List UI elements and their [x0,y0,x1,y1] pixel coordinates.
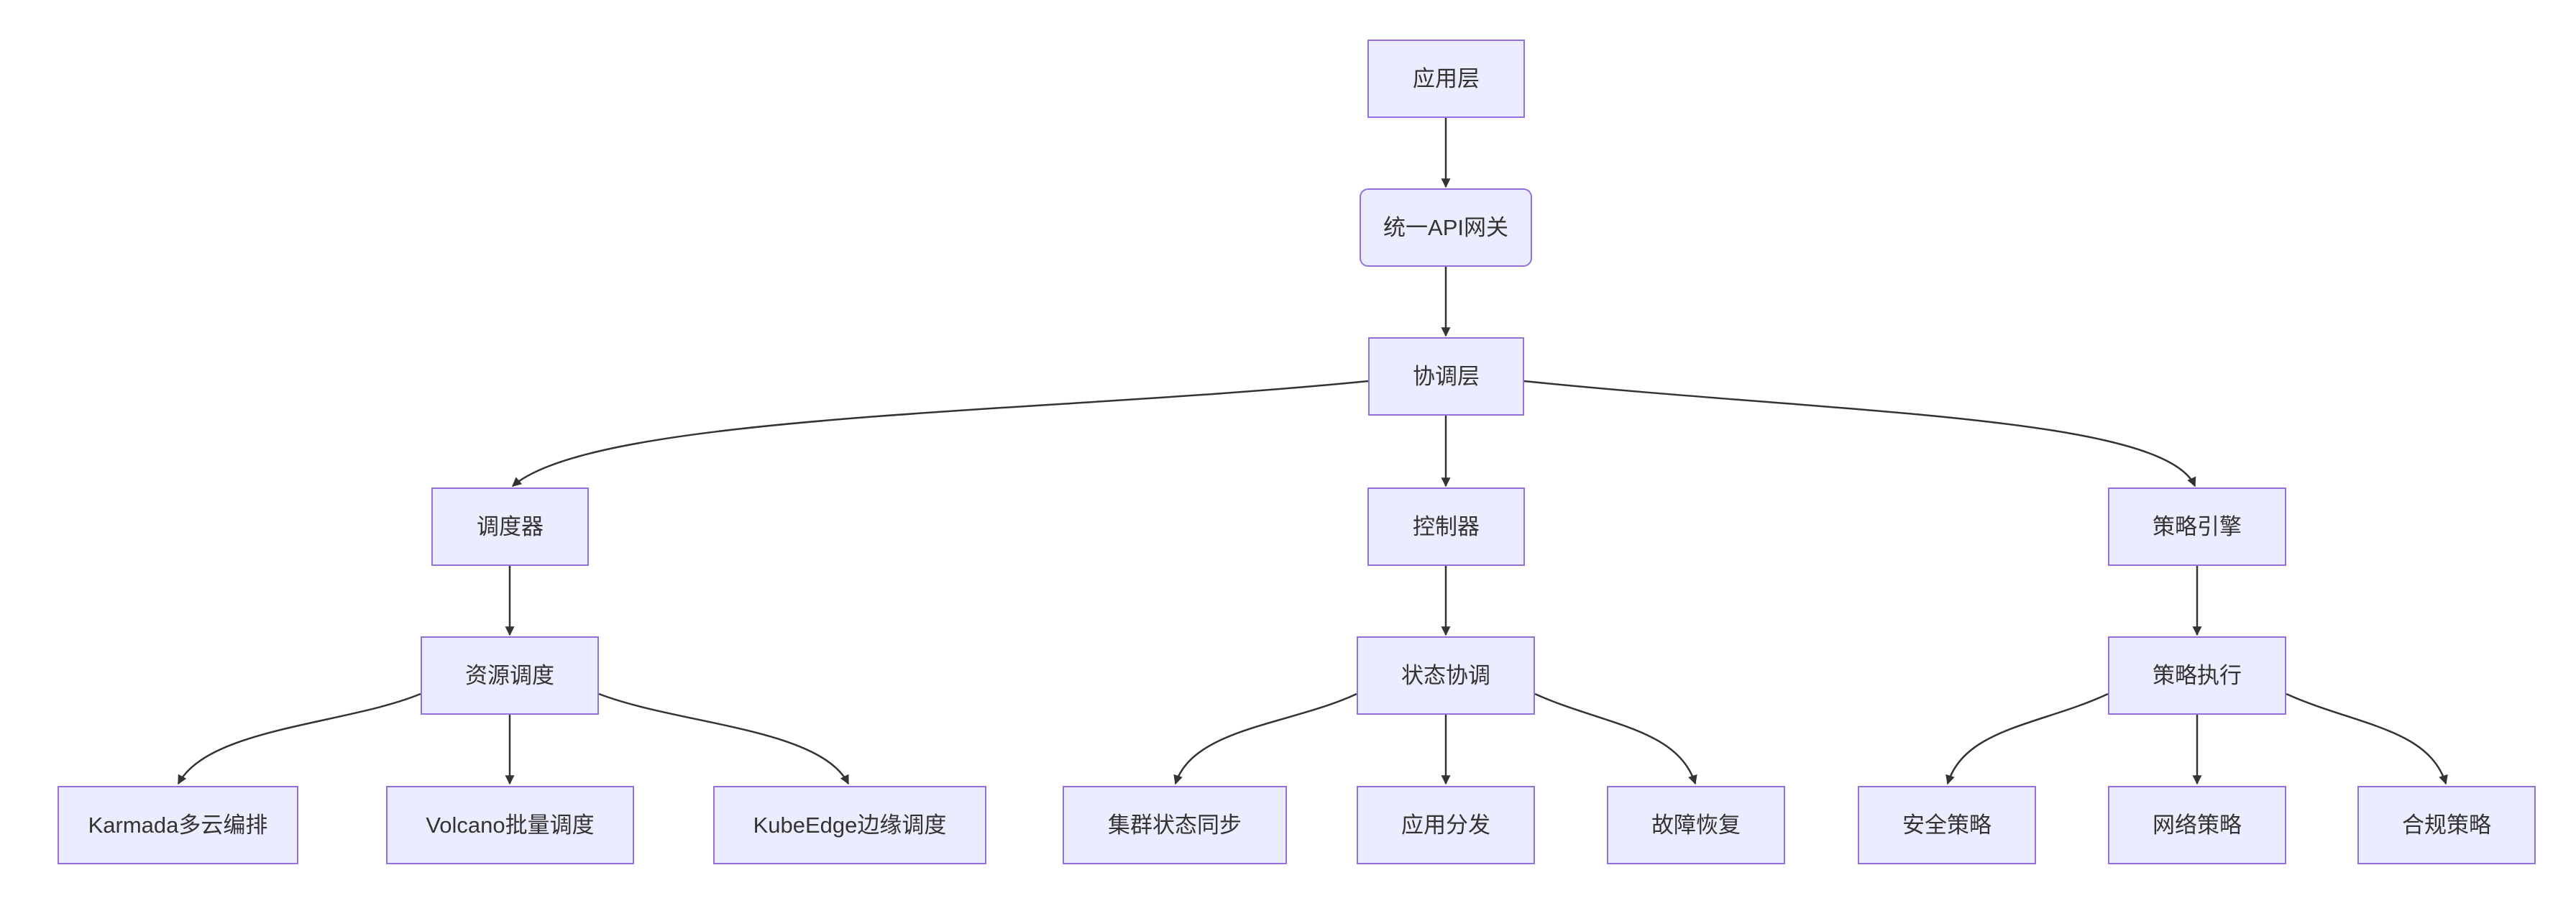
node-karmada-label: Karmada多云编排 [88,813,268,838]
node-scheduler: 调度器 [431,488,589,566]
node-state-coordination: 状态协调 [1357,636,1535,715]
node-policy-execution: 策略执行 [2108,636,2286,715]
node-app-layer: 应用层 [1367,40,1525,118]
node-fault-recovery-label: 故障恢复 [1651,813,1741,838]
node-cluster-state-sync-label: 集群状态同步 [1108,813,1242,838]
edge-statecoordination-to-faultrecovery [1534,692,1697,785]
node-cluster-state-sync: 集群状态同步 [1063,786,1287,864]
node-resource-scheduling: 资源调度 [421,636,599,715]
node-compliance-policy-label: 合规策略 [2402,813,2491,838]
node-network-policy: 网络策略 [2108,786,2286,864]
edge-coordination-to-policyengine [1523,380,2196,488]
node-controller: 控制器 [1367,488,1525,566]
node-scheduler-label: 调度器 [477,514,544,539]
edge-resourcescheduling-to-karmada [177,692,421,785]
node-policy-engine-label: 策略引擎 [2153,514,2242,539]
node-app-distribution-label: 应用分发 [1401,813,1490,838]
node-volcano-label: Volcano批量调度 [426,813,595,838]
node-volcano: Volcano批量调度 [386,786,634,864]
node-security-policy-label: 安全策略 [1902,813,1991,838]
node-coordination-layer: 协调层 [1368,337,1524,416]
node-controller-label: 控制器 [1413,514,1480,539]
node-kubeedge-label: KubeEdge边缘调度 [753,813,947,838]
node-app-distribution: 应用分发 [1357,786,1535,864]
node-app-layer-label: 应用层 [1413,66,1480,91]
edge-resourcescheduling-to-kubeedge [598,692,850,785]
node-fault-recovery: 故障恢复 [1607,786,1785,864]
node-kubeedge: KubeEdge边缘调度 [713,786,986,864]
node-policy-execution-label: 策略执行 [2153,663,2242,688]
edge-policyexecution-to-securitypolicy [1945,692,2109,785]
edge-statecoordination-to-clustersync [1173,692,1357,785]
node-api-gateway: 统一API网关 [1360,188,1532,267]
node-policy-engine: 策略引擎 [2108,488,2286,566]
node-api-gateway-label: 统一API网关 [1383,215,1508,240]
node-coordination-layer-label: 协调层 [1413,364,1480,389]
node-karmada: Karmada多云编排 [58,786,298,864]
node-state-coordination-label: 状态协调 [1401,663,1490,688]
node-compliance-policy: 合规策略 [2357,786,2536,864]
node-resource-scheduling-label: 资源调度 [465,663,554,688]
node-security-policy: 安全策略 [1858,786,2036,864]
edge-policyexecution-to-compliancepolicy [2286,692,2448,785]
edge-coordination-to-scheduler [512,380,1369,487]
node-network-policy-label: 网络策略 [2153,813,2242,838]
